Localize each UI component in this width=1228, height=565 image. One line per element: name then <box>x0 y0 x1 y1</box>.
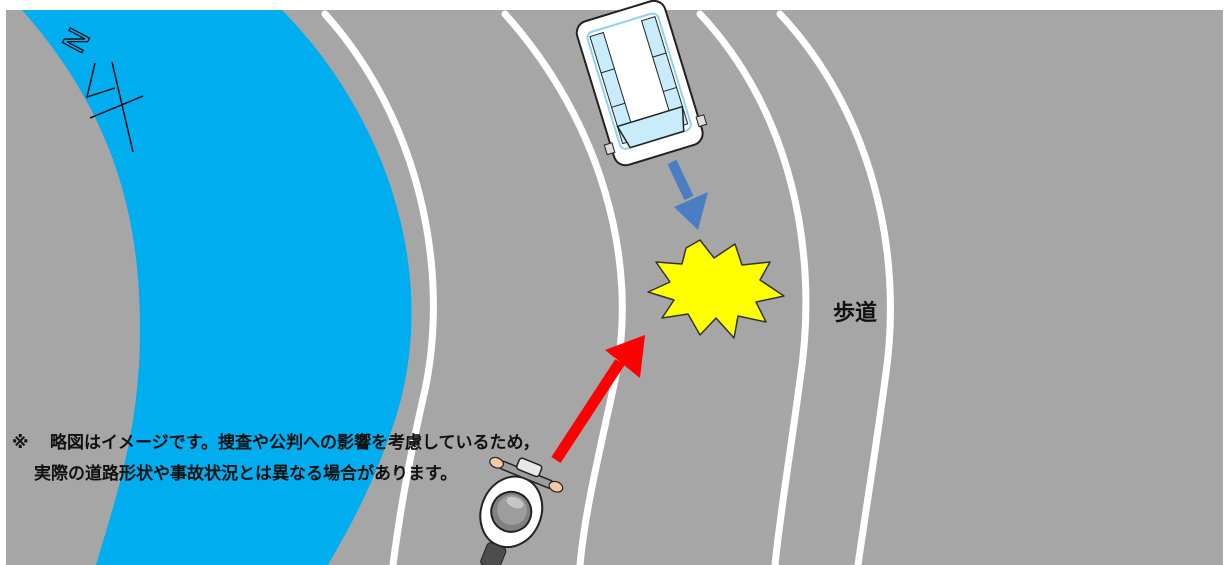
disclaimer-note: ※ 略図はイメージです。捜査や公判への影響を考慮しているため， 実際の道路形状や事… <box>12 428 540 490</box>
lane-lines <box>321 10 894 565</box>
motorcycle-rider-icon <box>479 456 564 565</box>
sidewalk-label: 歩道 <box>833 301 878 326</box>
river <box>22 10 412 565</box>
car-top-view-icon <box>575 0 708 167</box>
note-mark: ※ <box>12 433 29 453</box>
collision-burst-icon <box>647 239 785 339</box>
lane-line-2 <box>501 10 626 565</box>
lane-line-3 <box>696 10 810 565</box>
lane-line-1 <box>321 10 437 565</box>
note-line-2: 実際の道路形状や事故状況とは異なる場合があります。 <box>34 464 458 484</box>
note-line-1: 略図はイメージです。捜査や公判への影響を考慮しているため， <box>50 433 540 453</box>
motorcycle-direction-arrow <box>551 335 645 464</box>
car-direction-arrow <box>667 159 708 230</box>
lane-line-4 <box>776 10 894 565</box>
